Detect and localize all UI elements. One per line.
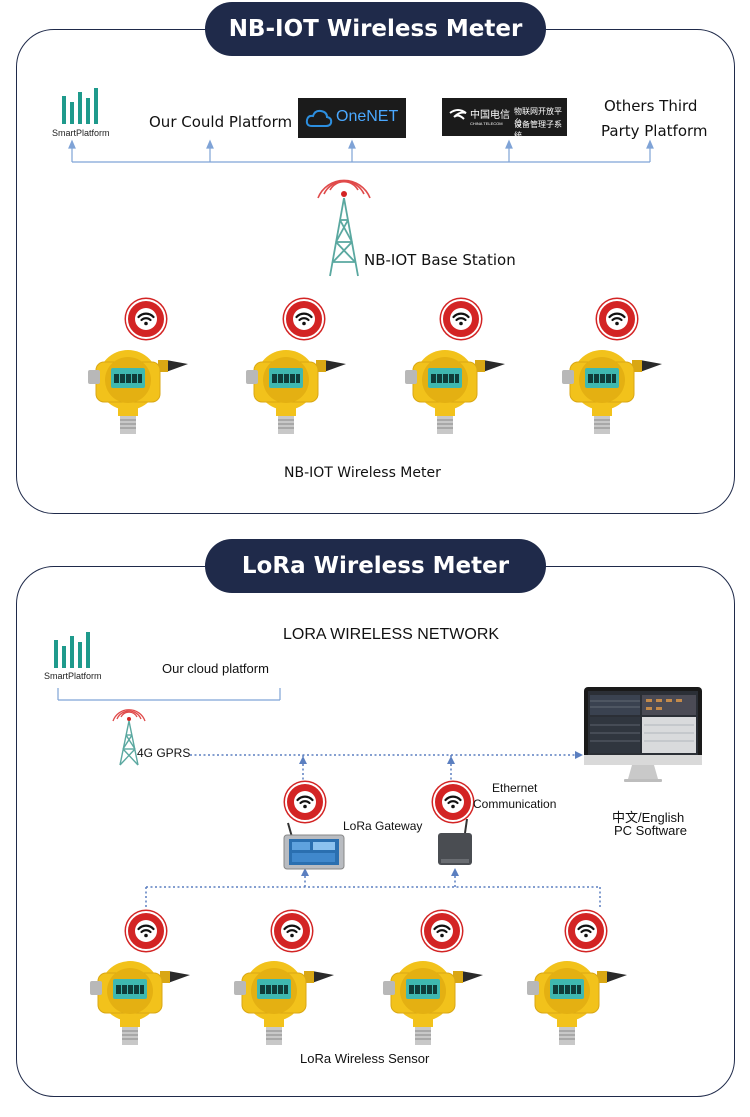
- china-telecom-logo: 中国电信 CHINA TELECOM 物联网开放平台 设备管理子系统: [442, 98, 567, 140]
- lora-sensor-1: [90, 961, 190, 1045]
- onenet-logo: OneNET: [298, 98, 406, 138]
- nbiot-meters-caption: NB-IOT Wireless Meter: [284, 465, 441, 481]
- smart-platform-label: SmartPlatform: [52, 128, 110, 138]
- nbiot-meter-3: [405, 350, 505, 434]
- nbiot-header: NB-IOT Wireless Meter: [205, 2, 546, 56]
- lora-sensor-4: [527, 961, 627, 1045]
- ethernet-device: [438, 818, 472, 865]
- lora-smart-platform-logo: [54, 632, 90, 668]
- wifi-icon: [575, 920, 597, 942]
- our-platform-label: Our Could Platform: [149, 113, 293, 131]
- sensor-wifi-badge-3: [422, 911, 462, 951]
- pc-label-1: 中文/English: [612, 810, 685, 825]
- lora-sensors-caption: LoRa Wireless Sensor: [300, 1051, 430, 1066]
- pc-monitor-icon: [584, 687, 702, 782]
- wifi-badge-2: [284, 299, 324, 339]
- wifi-badge-1: [126, 299, 166, 339]
- platform-connector-bus: [68, 139, 654, 163]
- wifi-icon: [135, 308, 157, 330]
- sensor-wifi-badge-4: [566, 911, 606, 951]
- pc-label-2: PC Software: [614, 823, 687, 838]
- wifi-icon: [294, 791, 316, 813]
- telecom-cn-label: 中国电信: [470, 110, 510, 121]
- wifi-icon: [281, 920, 303, 942]
- onenet-label: OneNET: [336, 108, 399, 125]
- nbiot-meter-2: [246, 350, 346, 434]
- telecom-swirl-icon: [449, 109, 467, 120]
- third-party-label-2: Party Platform: [601, 122, 708, 140]
- third-party-label-1: Others Third: [604, 97, 698, 115]
- lora-gateway-device: [283, 822, 345, 870]
- wifi-icon: [431, 920, 453, 942]
- wifi-icon: [606, 308, 628, 330]
- sensor-wifi-badge-2: [272, 911, 312, 951]
- lora-sensor-2: [234, 961, 334, 1045]
- ethernet-wifi-badge: [433, 782, 473, 822]
- base-station-label: NB-IOT Base Station: [364, 251, 516, 269]
- base-station-tower-icon: [317, 179, 371, 277]
- wifi-icon: [293, 308, 315, 330]
- lora-network-title: LORA WIRELESS NETWORK: [283, 626, 500, 643]
- nbiot-meter-1: [88, 350, 188, 434]
- nbiot-meter-4: [562, 350, 662, 434]
- lora-smart-platform-label: SmartPlatform: [44, 671, 102, 681]
- gateway-label: LoRa Gateway: [343, 819, 423, 833]
- telecom-line2: 设备管理子系统: [514, 120, 562, 140]
- wifi-icon: [450, 308, 472, 330]
- cloud-icon: [305, 109, 333, 127]
- gprs-tower-icon: [112, 709, 146, 766]
- ethernet-label-2: Communication: [473, 797, 557, 811]
- lora-header: LoRa Wireless Meter: [205, 539, 546, 593]
- wifi-icon: [135, 920, 157, 942]
- gateway-wifi-badge: [285, 782, 325, 822]
- wifi-badge-3: [441, 299, 481, 339]
- ethernet-label-1: Ethernet: [492, 781, 538, 795]
- sensor-wifi-badge-1: [126, 911, 166, 951]
- lora-cloud-label: Our cloud platform: [162, 661, 269, 676]
- telecom-line1: 物联网开放平台: [514, 107, 562, 127]
- gprs-label: 4G GPRS: [137, 746, 191, 760]
- lora-sensor-3: [383, 961, 483, 1045]
- wifi-badge-4: [597, 299, 637, 339]
- telecom-en-label: CHINA TELECOM: [470, 121, 503, 126]
- smart-platform-logo: [62, 88, 98, 124]
- wifi-icon: [442, 791, 464, 813]
